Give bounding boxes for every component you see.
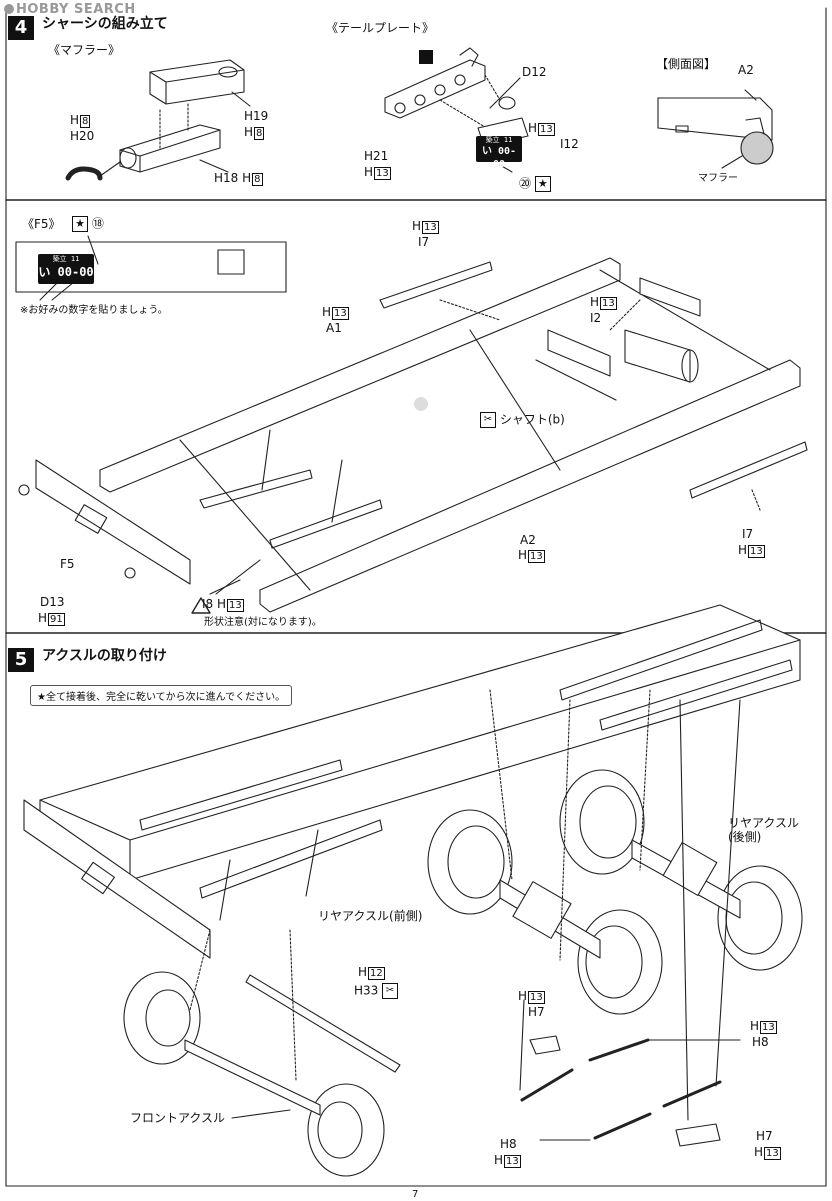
page-number: 7 bbox=[412, 1189, 419, 1200]
label-d12: D12 bbox=[522, 65, 547, 79]
watermark-logo: HOBBY SEARCH bbox=[4, 2, 136, 17]
label-h19: H19 bbox=[244, 109, 269, 123]
step5-title: アクスルの取り付け bbox=[42, 648, 167, 664]
label-d13: D13 bbox=[40, 595, 65, 609]
label-f5: F5 bbox=[60, 557, 75, 571]
chassis-frame-bottom bbox=[23, 604, 801, 959]
scissors-icon: ✂ bbox=[480, 412, 496, 428]
step4-title: シャーシの組み立て bbox=[42, 16, 168, 32]
f5-note: ※お好みの数字を貼りましょう。 bbox=[20, 305, 168, 316]
tail-number-plate: 築立 11 い 00-00 bbox=[476, 136, 522, 170]
label-h20: H20 bbox=[70, 129, 95, 143]
caution-triangle-icon bbox=[191, 597, 211, 614]
muffler-drawing bbox=[65, 59, 251, 181]
label-a1: A1 bbox=[326, 321, 342, 335]
tail-plate-drawing bbox=[384, 47, 529, 173]
front-axle-drawing bbox=[123, 929, 401, 1177]
side-view-heading: 【側面図】 bbox=[656, 57, 717, 71]
label-shaft: ✂ シャフト(b) bbox=[480, 412, 565, 428]
tail-plate-heading: 《テールプレート》 bbox=[326, 21, 435, 35]
f5-plate-top: 築立 11 bbox=[52, 255, 80, 263]
label-h33: H33 ✂ bbox=[354, 983, 399, 999]
f5-decal: ★ ⑱ bbox=[72, 216, 104, 232]
caution-note: 形状注意(対になります)。 bbox=[204, 617, 322, 628]
star-icon: ★ bbox=[72, 216, 88, 232]
paint-instruction-icon bbox=[419, 50, 433, 64]
label-rear-axle-rear: リヤアクスル (後側) bbox=[728, 816, 800, 844]
label-h8-a: H8 bbox=[752, 1035, 769, 1049]
watermark-dot-icon bbox=[4, 4, 14, 14]
scissors-icon: ✂ bbox=[382, 983, 399, 999]
chassis-frame-top bbox=[18, 257, 808, 613]
watermark-text: HOBBY SEARCH bbox=[16, 2, 136, 17]
label-a2-chassis: A2 bbox=[520, 533, 536, 547]
label-h7-a: H7 bbox=[528, 1005, 545, 1019]
label-rear-axle-front: リヤアクスル(前側) bbox=[318, 909, 423, 923]
step4-number: 4 bbox=[8, 16, 34, 40]
page-stamp-icon bbox=[414, 397, 428, 411]
star-icon: ★ bbox=[534, 176, 551, 192]
f5-plate-strip bbox=[15, 235, 287, 301]
f5-heading: 《F5》 bbox=[22, 217, 61, 231]
label-muffler-side: マフラー bbox=[698, 173, 738, 184]
label-a2-side: A2 bbox=[738, 63, 754, 77]
side-view-drawing bbox=[657, 89, 774, 169]
f5-plate-number: い 00-00 bbox=[38, 265, 94, 279]
rear-axle-drawing bbox=[427, 689, 803, 1147]
label-h21: H21 bbox=[364, 149, 389, 163]
step5-note: ★全て接着後、完全に乾いてから次に進んでください。 bbox=[30, 685, 293, 706]
label-h7-b: H7 bbox=[756, 1129, 773, 1143]
label-i7-top: I7 bbox=[418, 235, 430, 249]
label-front-axle: フロントアクスル bbox=[130, 1111, 226, 1125]
label-i7-right: I7 bbox=[742, 527, 754, 541]
label-h8-b: H8 bbox=[500, 1137, 517, 1151]
decal-number: ⑳ ★ bbox=[519, 176, 551, 192]
label-i2: I2 bbox=[590, 311, 602, 325]
f5-number-plate: 築立 11 い 00-00 bbox=[38, 254, 94, 284]
plate-number-text: い 00-00 bbox=[481, 146, 517, 170]
step5-number: 5 bbox=[8, 648, 34, 672]
plate-top-text: 築立 11 bbox=[485, 136, 513, 144]
muffler-heading: 《マフラー》 bbox=[48, 43, 121, 57]
label-i12: I12 bbox=[560, 137, 579, 151]
